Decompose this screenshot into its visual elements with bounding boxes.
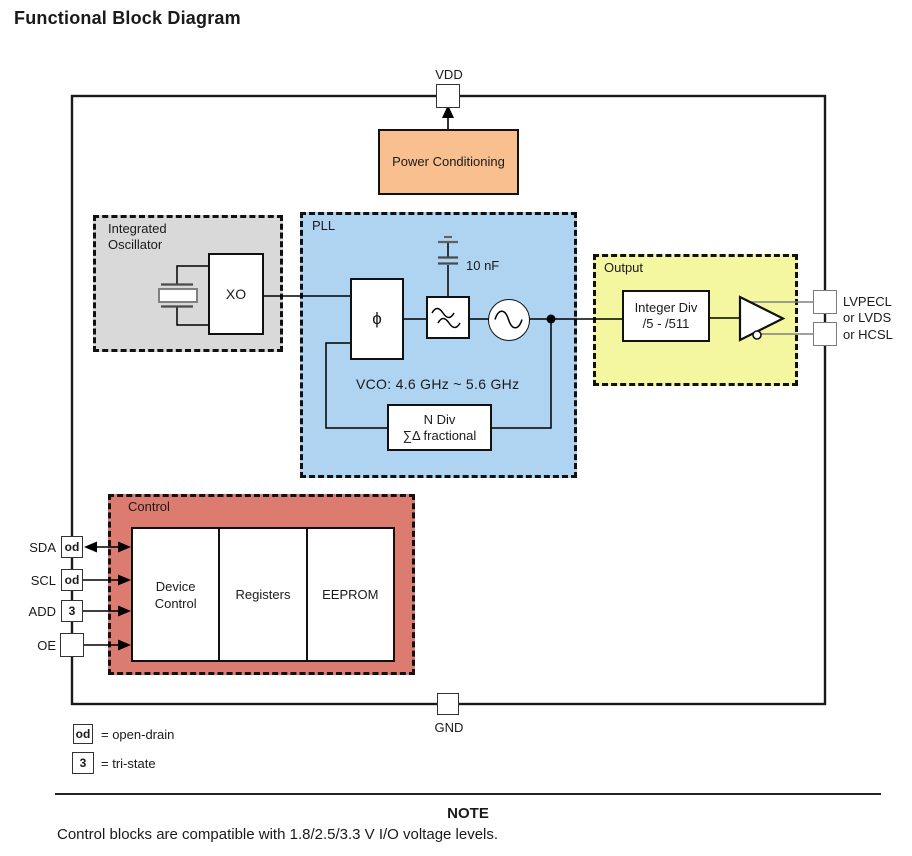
vdd-pin-label: VDD — [435, 67, 463, 82]
scl-pin-label: SCL — [30, 573, 56, 588]
oe-pin-label: OE — [37, 638, 56, 653]
phase-detector-block: ϕ — [350, 278, 404, 360]
vco-range-label: VCO: 4.6 GHz ~ 5.6 GHz — [356, 376, 520, 392]
device-control-cell: Device Control — [154, 578, 197, 611]
oscillator-region-label: Integrated Oscillator — [108, 221, 167, 252]
ndiv-label-line1: N Div — [423, 411, 456, 427]
sda-pin: od — [61, 536, 83, 558]
power-conditioning-label: Power Conditioning — [392, 154, 505, 169]
add-pin-label: ADD — [28, 604, 56, 619]
eeprom-cell: EEPROM — [305, 529, 393, 660]
vdd-pin — [436, 84, 460, 108]
oe-pin — [60, 633, 84, 657]
note-divider — [55, 793, 881, 795]
xo-label: XO — [225, 286, 247, 302]
feedback-wires — [325, 319, 552, 429]
integer-div-line2: /5 - /511 — [642, 316, 690, 331]
sda-pin-label: SDA — [29, 540, 56, 555]
vdd-arrow — [442, 105, 454, 129]
integer-divider-block: Integer Div /5 - /511 — [622, 290, 710, 342]
loop-filter-block — [426, 296, 470, 339]
legend-tristate-meaning: = tri-state — [101, 756, 156, 771]
output-pin-negative — [813, 322, 837, 346]
registers-cell: Registers — [218, 529, 305, 660]
gnd-pin-label: GND — [434, 720, 464, 735]
crystal-symbol — [158, 283, 198, 308]
vco-block — [488, 299, 530, 341]
legend-od-meaning: = open-drain — [101, 727, 175, 742]
control-inner-block: Device Control Registers EEPROM — [131, 527, 395, 662]
legend-tristate-symbol: 3 — [72, 752, 94, 774]
cap-value-label: 10 nF — [466, 258, 500, 273]
page-title: Functional Block Diagram — [14, 8, 241, 28]
add-pin: 3 — [61, 600, 83, 622]
integer-div-line1: Integer Div — [634, 300, 698, 315]
xo-block: XO — [208, 253, 264, 335]
note-body: Control blocks are compatible with 1.8/2… — [57, 826, 499, 843]
control-pin-arrows — [83, 541, 131, 651]
output-region-label: Output — [604, 260, 644, 275]
output-pin-wires — [748, 301, 815, 335]
output-type-labels: LVPECL or LVDS or HCSL — [843, 294, 893, 342]
loop-filter-icon — [431, 307, 461, 329]
power-conditioning-block: Power Conditioning — [378, 129, 519, 195]
legend-od-symbol: od — [73, 724, 93, 744]
scl-pin: od — [61, 569, 83, 591]
buffer-triangle-icon — [738, 295, 786, 342]
note-heading: NOTE — [447, 805, 489, 822]
pll-region-label: PLL — [312, 218, 336, 233]
output-pin-positive — [813, 290, 837, 314]
ndiv-label-line2: ∑Δ fractional — [402, 427, 477, 443]
gnd-pin — [437, 693, 459, 715]
vco-sine-icon — [494, 310, 523, 329]
control-region-label: Control — [128, 499, 170, 514]
crystal-wiring — [176, 265, 208, 326]
output-buffer — [737, 294, 789, 344]
ground-capacitor-symbol — [438, 236, 458, 296]
ndiv-block: N Div ∑Δ fractional — [387, 404, 492, 451]
phase-detector-symbol: ϕ — [372, 309, 382, 328]
